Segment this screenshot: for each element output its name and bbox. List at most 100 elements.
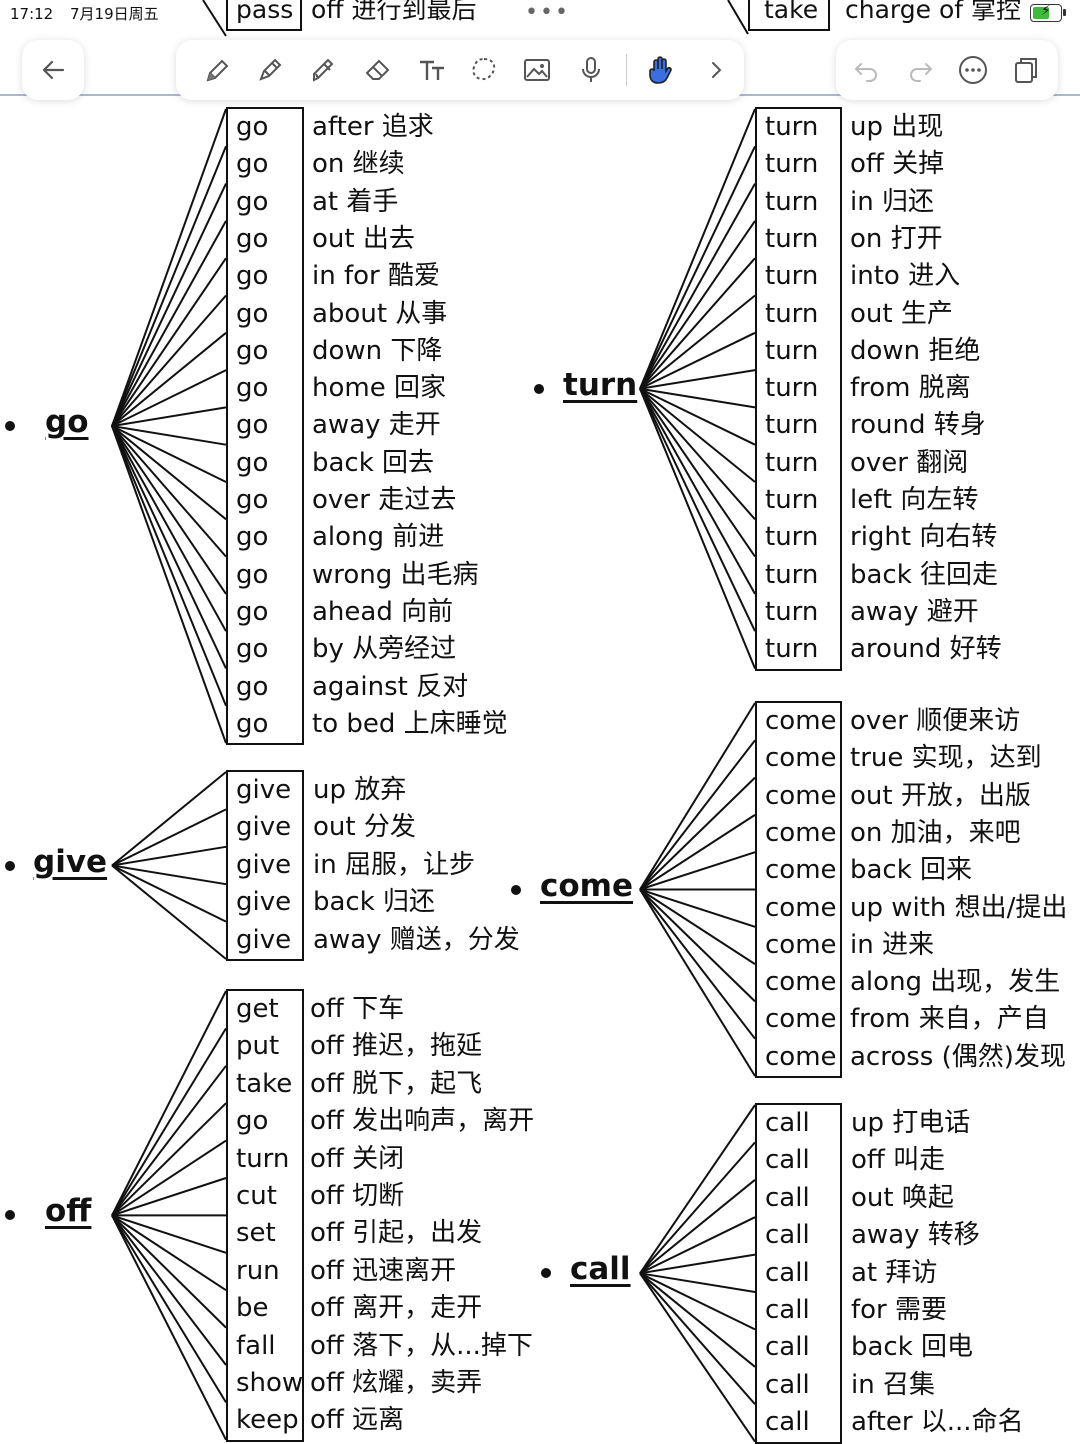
come-verb: come [765, 817, 837, 848]
turn-branch-line [639, 369, 756, 390]
come-branch-line [639, 888, 756, 1003]
turn-meaning: into 进入 [850, 261, 961, 292]
lasso-icon[interactable] [464, 50, 504, 90]
turn-branch-line [639, 387, 756, 483]
come-verb: come [765, 929, 837, 960]
top-fragment-off-phrase: off 进行到最后 [311, 0, 477, 24]
pencil-icon[interactable] [196, 50, 236, 90]
turn-meaning: down 拒绝 [850, 335, 981, 366]
call-branch-line [639, 1179, 756, 1275]
off-verb: put [236, 1031, 280, 1062]
turn-verb: turn [765, 186, 819, 217]
call-verb: call [765, 1145, 810, 1176]
call-meaning: off 叫走 [851, 1145, 946, 1176]
turn-branch-line [639, 220, 756, 390]
go-meaning: in for 酷爱 [312, 261, 440, 292]
turn-meaning: around 好转 [850, 634, 1002, 665]
eraser-icon[interactable] [358, 50, 398, 90]
undo-icon[interactable] [847, 50, 887, 90]
drag-handle-icon[interactable]: ••• [525, 0, 570, 25]
off-branch-line [111, 1214, 227, 1292]
go-meaning: out 出去 [312, 223, 415, 254]
give-heading: give [33, 843, 108, 880]
call-meaning: after 以...命名 [851, 1407, 1024, 1438]
call-meaning: up 打电话 [851, 1108, 971, 1138]
come-verb: come [765, 1004, 837, 1035]
turn-branch-line [639, 387, 756, 446]
call-meaning: in 召集 [851, 1369, 935, 1400]
toolbar-separator [626, 54, 627, 86]
go-meaning: about 从事 [312, 298, 448, 329]
come-meaning: over 顺便来访 [850, 706, 1021, 736]
off-branch-line [111, 1065, 227, 1217]
give-verb: give [236, 812, 292, 843]
off-meaning: off 炫耀，卖弄 [310, 1368, 483, 1398]
call-verb: call [765, 1369, 810, 1400]
turn-verb: turn [765, 112, 819, 142]
off-verb: set [236, 1218, 276, 1249]
turn-verb-box [755, 107, 842, 671]
go-branch-line [111, 369, 227, 427]
go-verb: go [236, 447, 269, 478]
call-branch-line [639, 1272, 756, 1293]
turn-meaning: up 出现 [850, 112, 944, 142]
pages-icon[interactable] [1006, 50, 1046, 90]
turn-verb: turn [765, 634, 819, 665]
call-branch-line [639, 1272, 756, 1405]
turn-branch-line [639, 331, 756, 390]
call-branch-line [639, 1141, 756, 1274]
give-meaning: back 归还 [313, 887, 436, 918]
more-icon[interactable] [953, 50, 993, 90]
go-meaning: ahead 向前 [312, 596, 454, 627]
hand-icon[interactable] [640, 50, 680, 90]
call-verb: call [765, 1257, 810, 1288]
call-verb: call [765, 1332, 810, 1363]
arrow-left-icon[interactable] [33, 50, 73, 90]
off-verb: fall [236, 1330, 276, 1361]
off-meaning: off 下车 [310, 994, 405, 1024]
come-branch-line [639, 888, 756, 1077]
give-branch-line [111, 808, 227, 867]
off-branch-line [111, 1139, 227, 1217]
pen-icon[interactable] [250, 50, 290, 90]
off-branch-line [111, 1214, 227, 1403]
call-verb: call [765, 1182, 810, 1213]
come-verb: come [765, 706, 837, 736]
chevron-right-icon[interactable] [696, 50, 736, 90]
status-time: 17:12 [10, 5, 54, 23]
come-verb: come [765, 967, 837, 998]
image-icon[interactable] [517, 50, 557, 90]
go-verb: go [236, 373, 269, 404]
call-verb: call [765, 1295, 810, 1325]
go-meaning: along 前进 [312, 522, 445, 553]
call-branch-line [639, 1253, 756, 1275]
turn-verb: turn [765, 447, 819, 478]
off-verb: get [236, 994, 279, 1024]
turn-bullet [534, 383, 544, 394]
off-branch-line [111, 1214, 227, 1441]
turn-verb: turn [765, 261, 819, 292]
text-tool-icon[interactable] [412, 50, 452, 90]
call-branch-line [639, 1272, 756, 1368]
come-meaning: in 进来 [850, 929, 934, 960]
off-verb: keep [236, 1405, 299, 1436]
off-branch-line [111, 1214, 227, 1366]
redo-icon[interactable] [900, 50, 940, 90]
come-meaning: from 来自，产自 [850, 1004, 1049, 1035]
top-fan-lines [202, 0, 749, 37]
microphone-icon[interactable] [571, 50, 611, 90]
off-bullet [5, 1210, 15, 1221]
go-branch-line [111, 294, 227, 427]
off-verb: go [236, 1106, 269, 1137]
highlighter-icon[interactable] [304, 50, 344, 90]
come-verb: come [765, 1041, 837, 1072]
come-branch-line [639, 851, 756, 891]
turn-branch-line [639, 108, 756, 390]
give-meaning: up 放弃 [313, 775, 407, 805]
